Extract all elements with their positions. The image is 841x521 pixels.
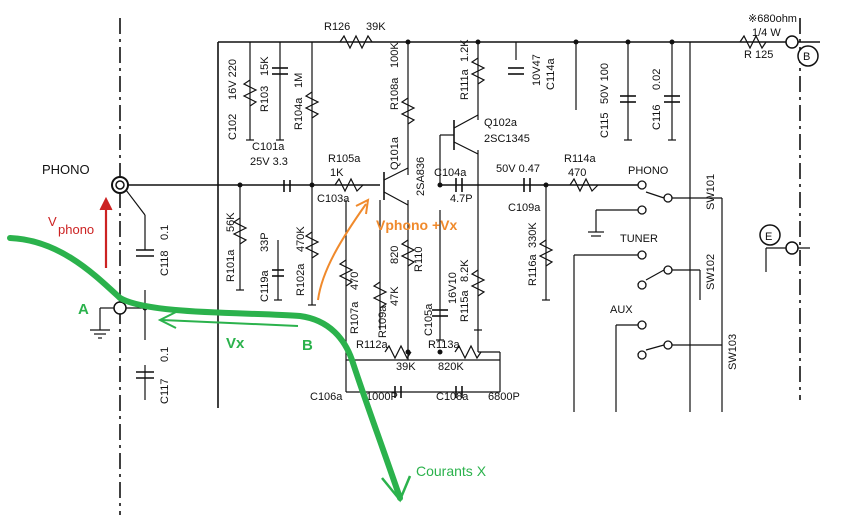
r104a-label: R104a (293, 97, 305, 130)
c106a-label: C106a (310, 391, 343, 403)
c115-label: C115 (599, 113, 611, 138)
r110-label: R110 (413, 247, 425, 272)
vx-arrow (161, 319, 299, 327)
vphono-arrowhead (99, 196, 113, 211)
c114a-value: 10V47 (531, 54, 543, 86)
switch-tuner-label: TUNER (620, 233, 658, 245)
switch-phono-label: PHONO (628, 165, 669, 177)
r114a-value: 470 (568, 167, 586, 179)
annotations: V phono A B Vx Vphono +Vx Courants X (7, 196, 487, 503)
r112a-label: R112a (356, 339, 388, 351)
sw101-label: SW101 (705, 174, 717, 210)
c119a-value: 33P (259, 232, 271, 252)
c118-value: 0.1 (159, 225, 171, 240)
r103-value: 15K (259, 56, 271, 76)
r125-power: 1/4 W (752, 27, 781, 39)
r116a-value: 330K (527, 222, 539, 248)
c117-label: C117 (159, 379, 171, 404)
c119a-label: C119a (259, 270, 271, 302)
r111a-label: R111a (459, 68, 471, 100)
c104a-label: C104a (434, 167, 467, 179)
r109a-value: 47K (389, 286, 401, 306)
r107a-label: R107a (349, 301, 361, 334)
r113a-value: 820K (438, 361, 464, 373)
c104a-value: 4.7P (450, 193, 473, 205)
r116a-label: R116a (527, 254, 539, 286)
component-symbols (90, 34, 819, 398)
current-path-curve (7, 235, 403, 501)
r105a-label: R105a (328, 153, 361, 165)
c114a-label: C114a (545, 58, 557, 90)
r125-value: ※680ohm (748, 13, 797, 25)
r108a-label: R108a (389, 77, 401, 110)
r111a-value: 1.2K (459, 39, 471, 62)
r102a-label: R102a (295, 263, 307, 296)
c109a-value: 50V 0.47 (496, 163, 540, 175)
courants-x-label: Courants X (416, 463, 487, 479)
c105a-value: 16V10 (447, 272, 459, 304)
vphono-vx-arrowhead (355, 198, 370, 215)
r105a-value: 1K (330, 167, 344, 179)
c117-value: 0.1 (159, 347, 171, 362)
vphono-vx-arrow (317, 203, 367, 301)
c118-label: C118 (159, 251, 171, 276)
r125-label: R 125 (744, 49, 773, 61)
r107a-value: 470 (349, 272, 361, 290)
c108a-value: 6800P (488, 391, 520, 403)
q102a-type: 2SC1345 (484, 133, 530, 145)
r109a-label: R109a (377, 305, 389, 338)
r126-label: R126 (324, 21, 350, 33)
r113a-label: R113a (428, 339, 460, 351)
c103a-label: C103a (317, 193, 350, 205)
phono-input-label: PHONO (42, 162, 90, 177)
current-path-arrowhead (381, 475, 412, 503)
circuit-wiring (99, 18, 820, 515)
c109a-label: C109a (508, 202, 541, 214)
r108a-value: 100K (389, 42, 401, 68)
c102-value: 16V 220 (227, 59, 239, 100)
c101a-value: 25V 3.3 (250, 156, 288, 168)
vphono-symbol: V (48, 214, 57, 229)
r126-value: 39K (366, 21, 386, 33)
q102a-label: Q102a (484, 117, 518, 129)
sw102-label: SW102 (705, 254, 717, 290)
r101a-value: 56K (225, 212, 237, 232)
component-labels: PHONO R126 39K ※680ohm 1/4 W R 125 B E C… (42, 13, 810, 404)
r101a-label: R101a (225, 249, 237, 282)
vphono-plus-vx-label: Vphono +Vx (376, 217, 458, 233)
c116-label: C116 (651, 105, 663, 130)
r110-value: 820 (389, 246, 401, 264)
r103-label: R103 (259, 86, 271, 112)
point-b-label: B (302, 337, 313, 354)
q101a-label: Q101a (389, 136, 401, 170)
r114a-label: R114a (564, 153, 596, 165)
terminal-b-label: B (803, 51, 810, 63)
q101a-type: 2SA836 (415, 157, 427, 196)
c108a-label: C108a (436, 391, 469, 403)
c115-value: 50V 100 (599, 63, 611, 104)
r102a-value: 470K (295, 226, 307, 252)
c102-label: C102 (227, 114, 239, 140)
terminal-e-label: E (765, 231, 772, 243)
c116-value: 0.02 (651, 69, 663, 90)
r115a-label: R115a (459, 290, 471, 322)
c105a-label: C105a (423, 303, 435, 336)
sw103-label: SW103 (727, 334, 739, 370)
vx-label: Vx (226, 335, 245, 352)
switch-aux-label: AUX (610, 304, 633, 316)
r104a-value: 1M (293, 73, 305, 88)
r115a-value: 8.2K (459, 259, 471, 282)
r112a-value: 39K (396, 361, 416, 373)
point-a-label: A (78, 301, 89, 318)
vx-arrowhead (157, 311, 177, 329)
c106a-value: 1000P (366, 391, 398, 403)
vphono-subscript: phono (58, 222, 94, 237)
c101a-label: C101a (252, 141, 285, 153)
